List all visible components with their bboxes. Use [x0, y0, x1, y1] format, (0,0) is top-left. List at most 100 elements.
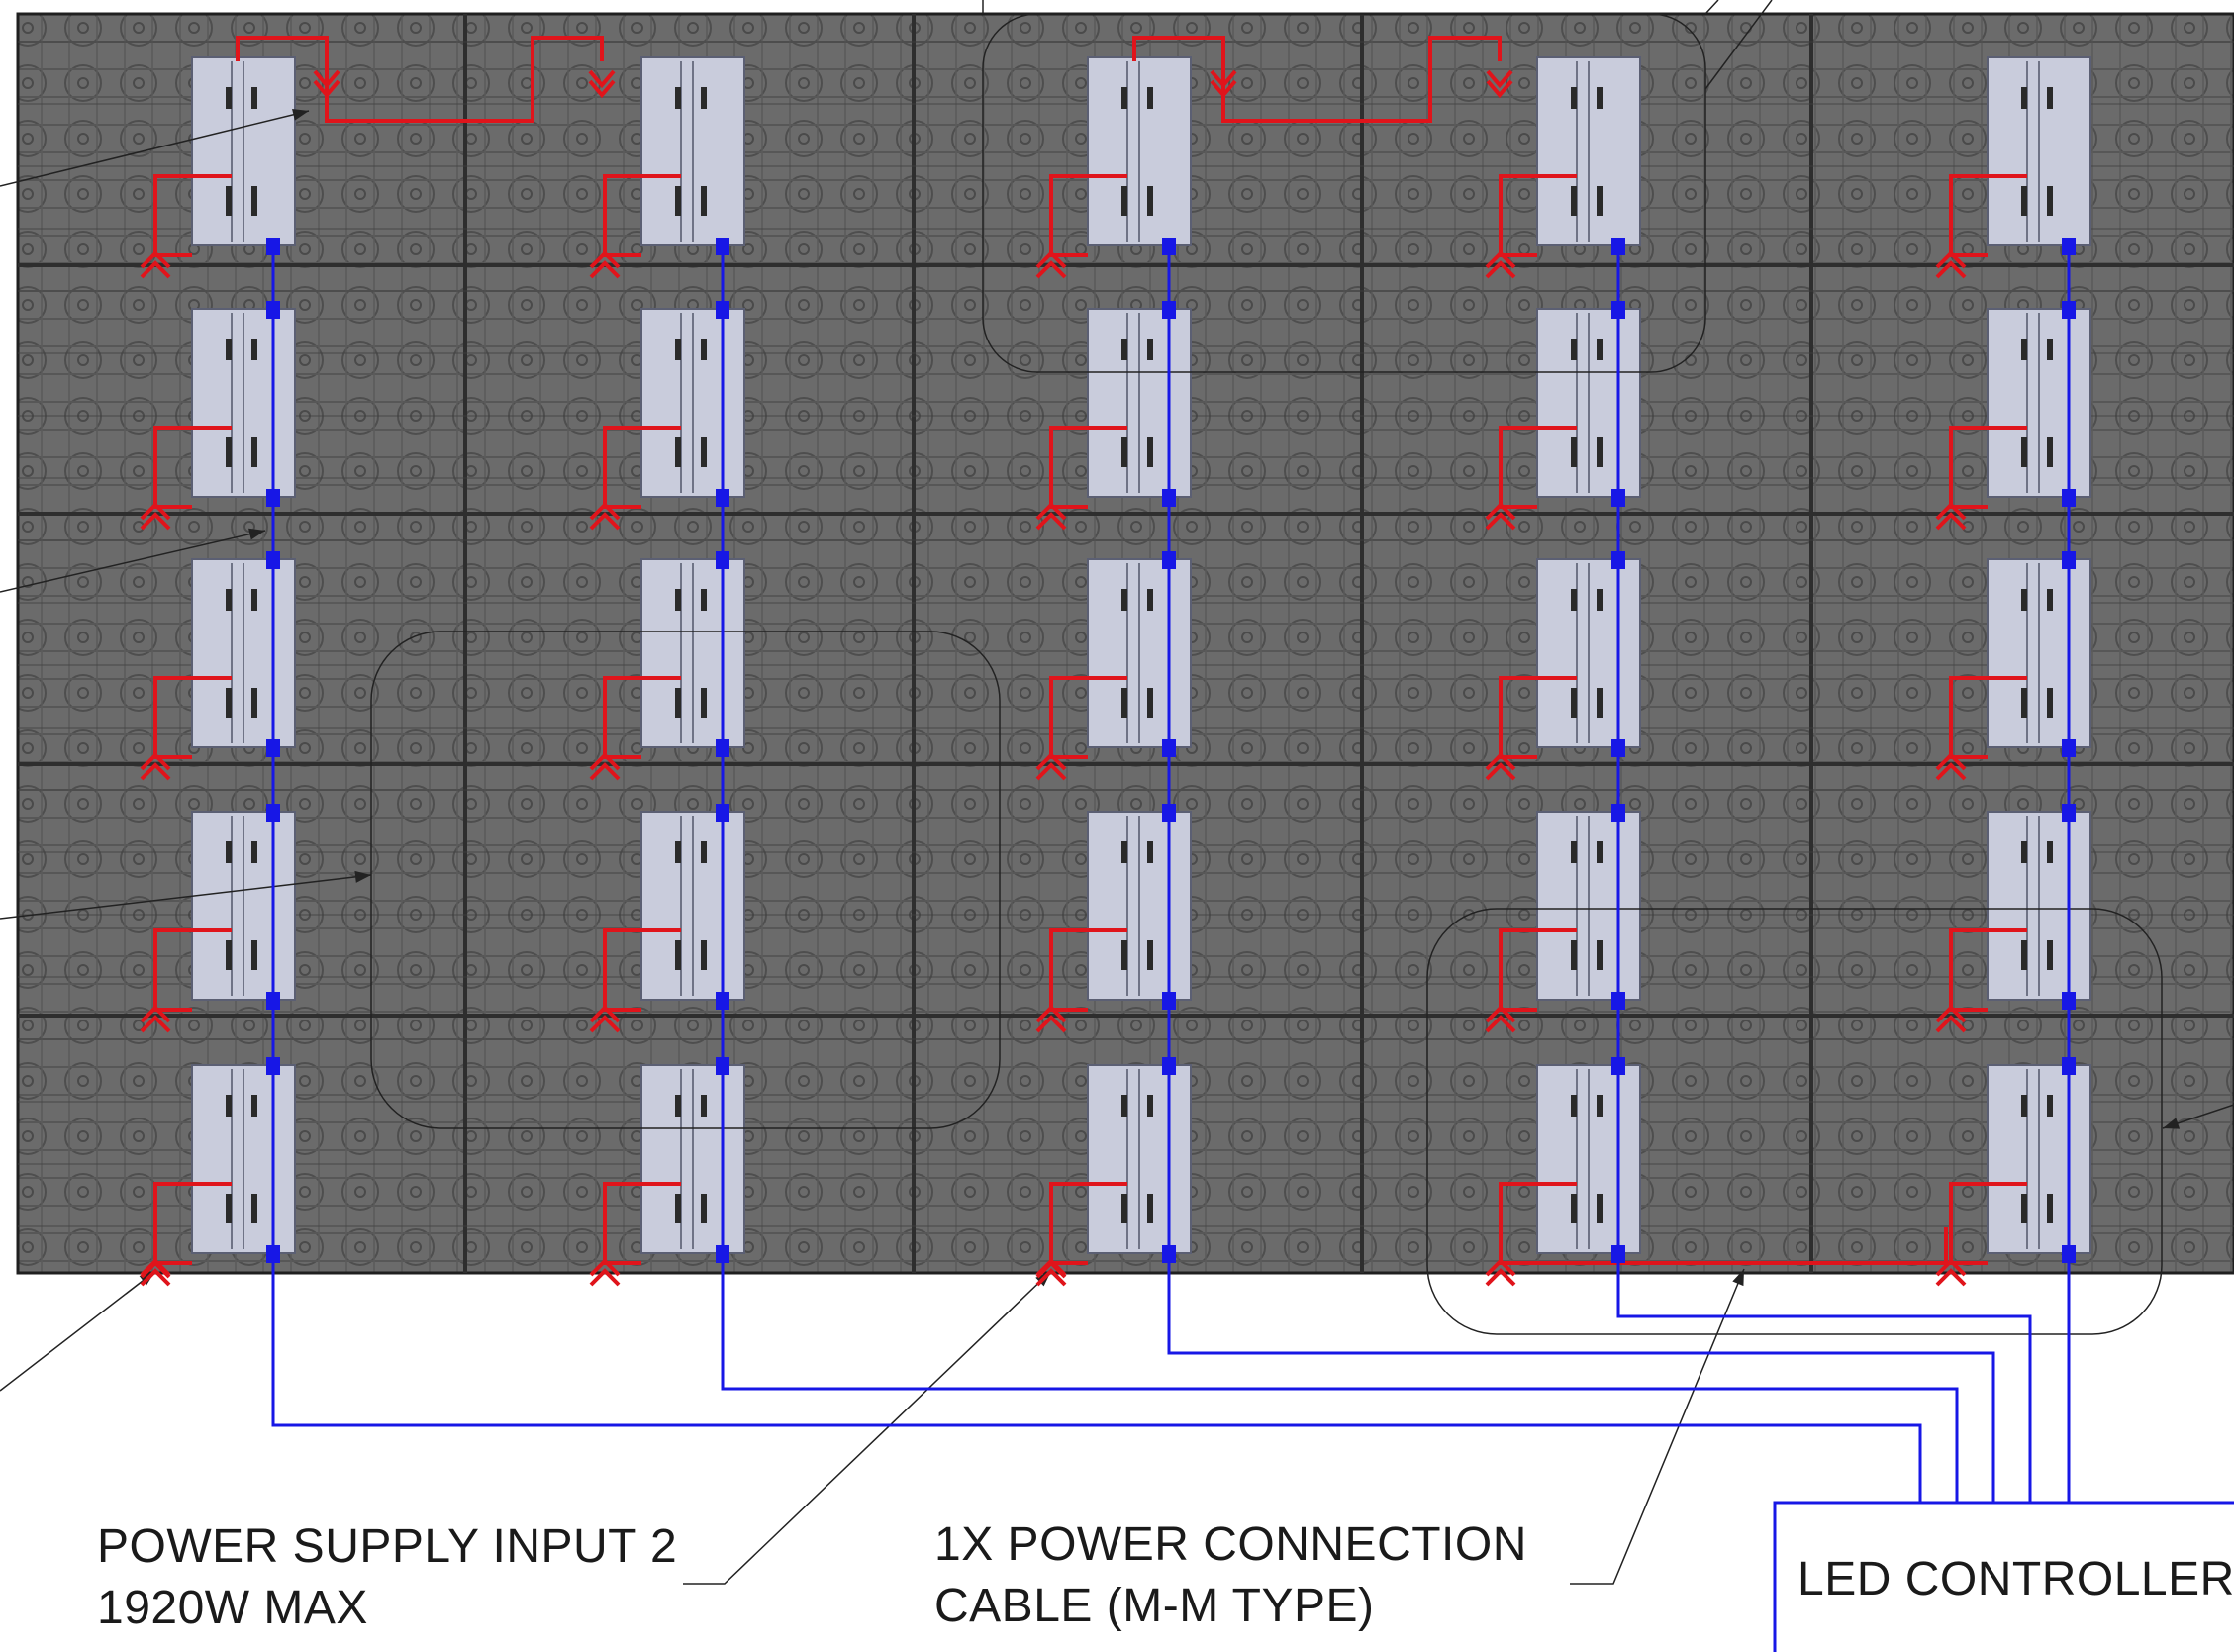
receiver-module-connector [1121, 339, 1127, 360]
receiver-module-connector [701, 87, 707, 109]
receiver-module-connector [701, 437, 707, 467]
power-bridge-cable [1132, 36, 1502, 123]
receiver-module-connector [2021, 339, 2027, 360]
leader-arrowhead [1732, 1269, 1744, 1287]
receiver-module [1087, 56, 1192, 246]
power-chevron-marker [1210, 69, 1237, 89]
receiver-module-connector [226, 1194, 232, 1223]
power-connection-cable-title: 1X POWER CONNECTION [934, 1518, 1527, 1571]
receiver-module [1536, 1064, 1641, 1254]
leader-line [0, 1270, 156, 1392]
power-chevron-marker [1935, 1258, 1967, 1277]
receiver-module [1536, 56, 1641, 246]
led-controller-label: LED CONTROLLER [1797, 1553, 2234, 1605]
receiver-module-connector [1571, 87, 1577, 109]
power-chevron-marker [1035, 502, 1067, 521]
receiver-module-connector [1121, 1194, 1127, 1223]
power-chevron-marker [1486, 79, 1513, 99]
receiver-module-connector [251, 437, 257, 467]
power-chevron-marker [1486, 69, 1513, 89]
receiver-module-connector [1571, 1194, 1577, 1223]
power-bridge-cable [1499, 1227, 1948, 1265]
power-input-marker [140, 1260, 171, 1279]
receiver-module-connector [226, 186, 232, 216]
leader-line [1704, 0, 1773, 90]
power-chevron-marker [1485, 1268, 1516, 1287]
power-loop-cable [153, 174, 232, 257]
receiver-module-connector [2021, 1194, 2027, 1223]
power-loop-cable [1049, 928, 1127, 1012]
receiver-module-connector [2047, 339, 2053, 360]
power-loop-cable [1949, 174, 2027, 257]
receiver-module-connector [226, 841, 232, 863]
power-loop-cable [1049, 426, 1127, 509]
power-chevron-marker [1485, 1015, 1516, 1033]
receiver-module-connector [675, 1194, 681, 1223]
receiver-module-connector [2021, 589, 2027, 611]
receiver-module [191, 811, 296, 1001]
leader-line [0, 874, 372, 920]
power-chevron-marker [1035, 762, 1067, 781]
power-chevron-marker [1035, 512, 1067, 531]
power-loop-cable [1049, 174, 1127, 257]
power-chevron-marker [140, 250, 171, 269]
receiver-module-connector [1121, 589, 1127, 611]
leader-line [0, 110, 310, 187]
data-cable-to-controller [1167, 1263, 1995, 1503]
receiver-module-connector [226, 339, 232, 360]
receiver-module-connector [1597, 186, 1603, 216]
receiver-module-connector [675, 688, 681, 718]
receiver-module [640, 1064, 745, 1254]
receiver-module [640, 56, 745, 246]
power-chevron-marker [1935, 512, 1967, 531]
leader-lines [0, 0, 2234, 1585]
power-chevron-marker [589, 1268, 621, 1287]
receiver-module [640, 308, 745, 498]
receiver-module [191, 308, 296, 498]
data-cables [266, 238, 2076, 1503]
receiver-module-connector [1597, 1095, 1603, 1117]
power-loop-cable [603, 174, 681, 257]
receiver-module [1987, 308, 2091, 498]
data-cable-to-controller [721, 1263, 1959, 1503]
leader-line [1570, 1268, 1745, 1585]
receiver-module [640, 558, 745, 748]
power-loop-cable [1949, 1182, 2027, 1265]
receiver-module-connector [1571, 1095, 1577, 1117]
callout-frame [1426, 908, 2163, 1335]
receiver-module-connector [2047, 589, 2053, 611]
receiver-module-connector [701, 1194, 707, 1223]
receiver-module [191, 56, 296, 246]
receiver-module-connector [1147, 1095, 1153, 1117]
receiver-module-connector [226, 437, 232, 467]
led-controller-box [1773, 1501, 2234, 1652]
receiver-module-connector [2021, 841, 2027, 863]
receiver-module [1987, 811, 2091, 1001]
power-input-marker [1035, 1260, 1067, 1279]
receiver-module-connector [1121, 841, 1127, 863]
receiver-module-connector [675, 186, 681, 216]
receiver-module-connector [675, 339, 681, 360]
power-chevron-marker [1035, 1005, 1067, 1023]
receiver-module-connector [2021, 940, 2027, 970]
power-chevron-marker [589, 1015, 621, 1033]
power-chevron-marker [1035, 260, 1067, 279]
receiver-module-connector [251, 688, 257, 718]
receiver-module-connector [1571, 589, 1577, 611]
power-loop-cable [153, 676, 232, 759]
power-chevron-marker [140, 1005, 171, 1023]
power-chevron-marker [1485, 502, 1516, 521]
leader-arrowhead [2163, 1118, 2181, 1129]
power-loop-cable [1049, 1182, 1127, 1265]
power-loop-cable [1949, 928, 2027, 1012]
power-chevron-marker [1935, 502, 1967, 521]
power-connection-cable-label: 1X POWER CONNECTION CABLE (M-M TYPE) [934, 1514, 1527, 1637]
receiver-modules [191, 56, 2091, 1254]
receiver-module-connector [226, 688, 232, 718]
power-chevron-marker [589, 1005, 621, 1023]
power-loop-cable [603, 1182, 681, 1265]
receiver-module-connector [1571, 940, 1577, 970]
receiver-module-connector [1597, 841, 1603, 863]
receiver-module-connector [251, 186, 257, 216]
